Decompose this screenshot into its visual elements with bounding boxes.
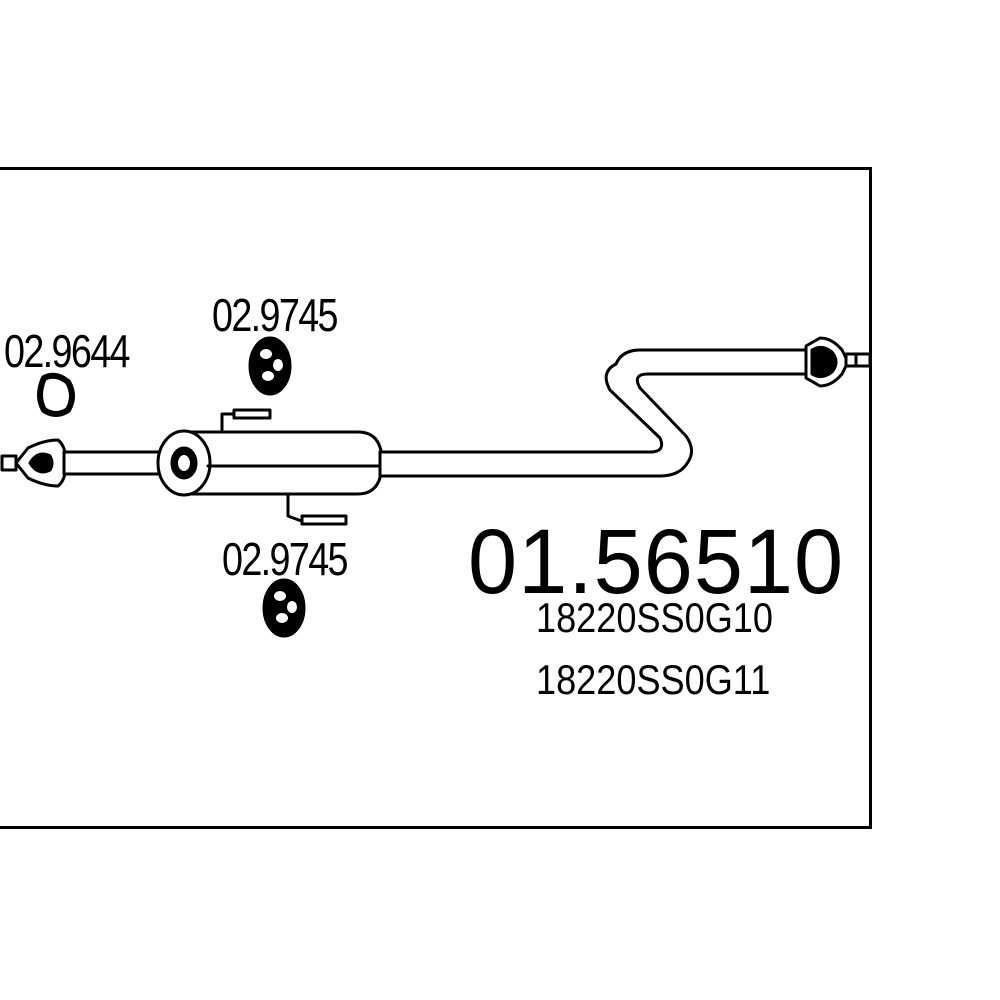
- bent-tailpipe-icon: [378, 348, 814, 478]
- oem-number-1: 18220SS0G10: [536, 594, 773, 641]
- lower-rubber-hanger-icon: [262, 578, 306, 638]
- upper-hanger-part-number: 02.9745: [212, 289, 339, 341]
- oem-number-2: 18220SS0G11: [536, 656, 771, 703]
- gasket-ring-icon: [37, 372, 75, 417]
- diagram-frame: [0, 167, 872, 829]
- inlet-pipe-icon: [62, 450, 174, 476]
- upper-rubber-hanger-icon: [248, 336, 292, 396]
- main-part-number: 01.56510: [468, 511, 845, 613]
- middle-silencer-icon: [156, 408, 384, 526]
- rear-flange-icon: [804, 336, 872, 388]
- lower-hanger-part-number: 02.9745: [222, 533, 349, 585]
- front-flange-icon: [0, 438, 68, 488]
- gasket-part-number: 02.9644: [4, 325, 131, 377]
